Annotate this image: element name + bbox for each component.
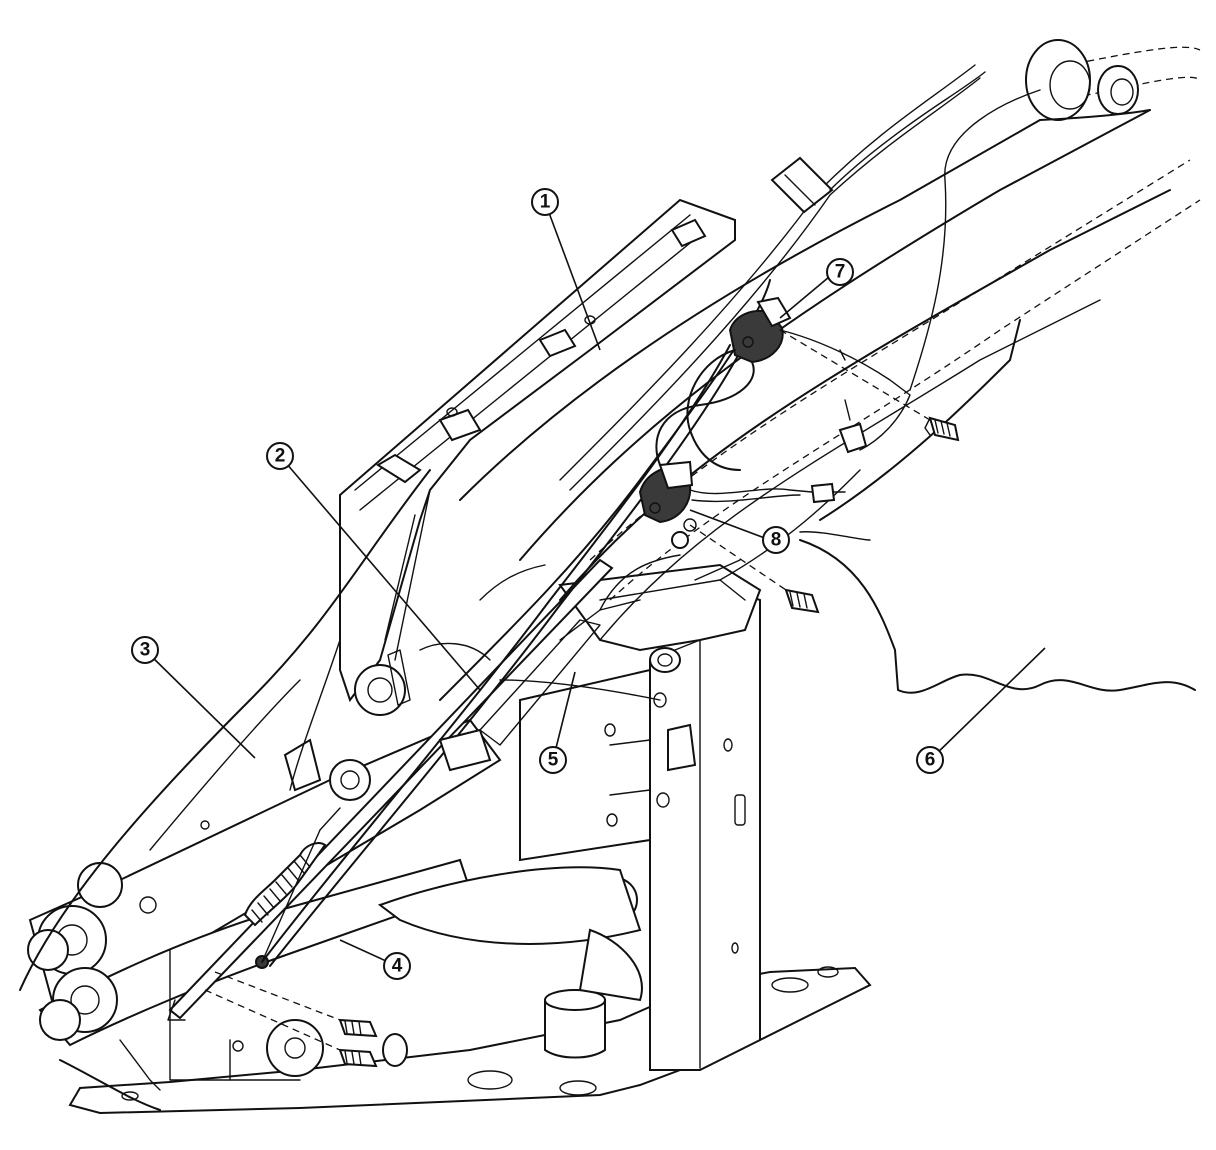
- callout-3: 3: [131, 636, 159, 664]
- side-plate-inner: [289, 564, 661, 791]
- seat-side-shield: [19, 469, 431, 1111]
- svg-text:6: 6: [925, 750, 936, 771]
- callout-1: 1: [531, 188, 559, 216]
- mounting-screws: [204, 329, 960, 1068]
- svg-text:2: 2: [275, 446, 286, 467]
- screw-lower-2: [204, 989, 408, 1068]
- wire-harness: [655, 329, 911, 504]
- callout-2: 2: [266, 442, 294, 470]
- callout-8: 8: [762, 526, 790, 554]
- upper-cable-routing: [559, 64, 1041, 491]
- screw-upper-right: [779, 329, 960, 442]
- svg-text:5: 5: [548, 750, 559, 771]
- svg-text:3: 3: [140, 640, 151, 661]
- callout-6: 6: [916, 746, 944, 774]
- sensor-module-lower: [638, 460, 694, 524]
- svg-text:4: 4: [392, 956, 403, 977]
- screw-lower-1: [214, 971, 378, 1038]
- trim-cover-edge: [799, 531, 1196, 694]
- release-rod-spring: [167, 558, 614, 1021]
- svg-text:7: 7: [835, 262, 846, 283]
- callout-4: 4: [383, 952, 411, 980]
- upper-arm-structure: [459, 39, 1201, 641]
- svg-text:1: 1: [540, 192, 551, 213]
- svg-text:8: 8: [771, 530, 782, 551]
- screw-middle-right: [689, 524, 820, 614]
- callout-5: 5: [539, 746, 567, 774]
- seat-back-frame: [339, 198, 736, 703]
- sensor-module-upper: [728, 296, 792, 364]
- leader-lines: [144, 201, 1046, 967]
- cable-bracket: [438, 518, 697, 772]
- callout-7: 7: [826, 258, 854, 286]
